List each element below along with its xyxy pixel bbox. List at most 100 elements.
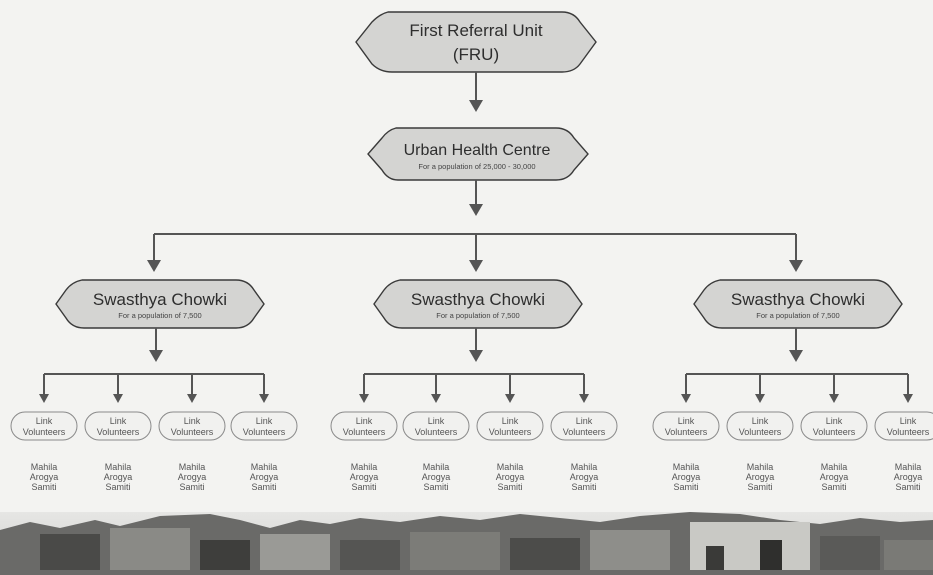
link-volunteer-line1: Link bbox=[900, 416, 917, 426]
connector-uhc-bus bbox=[147, 180, 803, 272]
samiti-text-line: Samiti bbox=[31, 482, 56, 492]
samiti-text-line: Arogya bbox=[104, 472, 133, 482]
samiti-text-line: Mahila bbox=[105, 462, 132, 472]
link-volunteer-line2: Volunteers bbox=[415, 427, 458, 437]
samiti-text-line: Samiti bbox=[747, 482, 772, 492]
arrow-head bbox=[579, 394, 589, 403]
link-volunteer-line1: Link bbox=[356, 416, 373, 426]
swasthya-chowki-subtitle: For a population of 7,500 bbox=[436, 311, 519, 320]
link-volunteer-pill bbox=[652, 411, 720, 441]
link-volunteer-line1: Link bbox=[256, 416, 273, 426]
arrow-head bbox=[359, 394, 369, 403]
samiti-text-line: Mahila bbox=[673, 462, 700, 472]
samiti-text-line: Samiti bbox=[673, 482, 698, 492]
samiti-text-line: Samiti bbox=[571, 482, 596, 492]
samiti-text-line: Samiti bbox=[251, 482, 276, 492]
link-volunteer-pill bbox=[800, 411, 868, 441]
samiti-text-line: Arogya bbox=[250, 472, 279, 482]
link-volunteer-pill bbox=[230, 411, 298, 441]
samiti-text-line: Mahila bbox=[179, 462, 206, 472]
arrow-head bbox=[755, 394, 765, 403]
arrow-head bbox=[187, 394, 197, 403]
samiti-text-line: Arogya bbox=[672, 472, 701, 482]
link-volunteer-line2: Volunteers bbox=[243, 427, 286, 437]
swasthya-chowki-group-3: Swasthya Chowki For a population of 7,50… bbox=[686, 279, 908, 375]
arrow-head bbox=[903, 394, 913, 403]
swasthya-chowki-group-1: Swasthya Chowki For a population of 7,50… bbox=[44, 279, 265, 375]
link-volunteer-line2: Volunteers bbox=[563, 427, 606, 437]
arrow-head bbox=[113, 394, 123, 403]
samiti-text-line: Arogya bbox=[894, 472, 923, 482]
samiti-text-line: Mahila bbox=[423, 462, 450, 472]
link-volunteer-line2: Volunteers bbox=[171, 427, 214, 437]
link-volunteer-pill bbox=[330, 411, 398, 441]
swasthya-chowki-title: Swasthya Chowki bbox=[93, 290, 227, 309]
samiti-text-line: Mahila bbox=[895, 462, 922, 472]
link-volunteer-line1: Link bbox=[184, 416, 201, 426]
uhc-subtitle: For a population of 25,000 - 30,000 bbox=[418, 162, 535, 171]
link-volunteer-line2: Volunteers bbox=[813, 427, 856, 437]
link-volunteer-pill bbox=[84, 411, 152, 441]
link-volunteer-pill bbox=[158, 411, 226, 441]
link-volunteer-pill bbox=[402, 411, 470, 441]
link-volunteer-line2: Volunteers bbox=[665, 427, 708, 437]
connector-fru-uhc bbox=[469, 72, 483, 112]
samiti-text-line: Samiti bbox=[105, 482, 130, 492]
samiti-text-line: Mahila bbox=[251, 462, 278, 472]
samiti-text-line: Samiti bbox=[423, 482, 448, 492]
link-volunteer-line1: Link bbox=[110, 416, 127, 426]
uhc-node: Urban Health Centre For a population of … bbox=[367, 127, 589, 181]
samiti-text-line: Arogya bbox=[178, 472, 207, 482]
samiti-text-line: Arogya bbox=[422, 472, 451, 482]
samiti-text-line: Samiti bbox=[351, 482, 376, 492]
samiti-text-line: Mahila bbox=[747, 462, 774, 472]
link-volunteer-line2: Volunteers bbox=[343, 427, 386, 437]
link-volunteer-pill bbox=[874, 411, 933, 441]
samiti-text-line: Mahila bbox=[821, 462, 848, 472]
fru-title-line1: First Referral Unit bbox=[409, 21, 542, 40]
swasthya-chowki-title: Swasthya Chowki bbox=[731, 290, 865, 309]
samiti-text-line: Arogya bbox=[820, 472, 849, 482]
link-volunteer-line1: Link bbox=[678, 416, 695, 426]
samiti-text-line: Arogya bbox=[30, 472, 59, 482]
link-volunteer-line2: Volunteers bbox=[489, 427, 532, 437]
link-volunteer-pill bbox=[476, 411, 544, 441]
swasthya-chowki-title: Swasthya Chowki bbox=[411, 290, 545, 309]
link-volunteer-line2: Volunteers bbox=[23, 427, 66, 437]
samiti-text-line: Samiti bbox=[821, 482, 846, 492]
uhc-title: Urban Health Centre bbox=[404, 142, 551, 159]
link-volunteer-pill bbox=[10, 411, 78, 441]
samiti-text-line: Arogya bbox=[496, 472, 525, 482]
samiti-text-line: Mahila bbox=[497, 462, 524, 472]
swasthya-chowki-subtitle: For a population of 7,500 bbox=[756, 311, 839, 320]
samiti-text-line: Arogya bbox=[570, 472, 599, 482]
samiti-text-line: Arogya bbox=[746, 472, 775, 482]
link-volunteer-line1: Link bbox=[752, 416, 769, 426]
samiti-text-line: Mahila bbox=[31, 462, 58, 472]
arrow-head bbox=[505, 394, 515, 403]
link-volunteer-line2: Volunteers bbox=[887, 427, 930, 437]
slum-photo-strip bbox=[0, 512, 933, 575]
samiti-text-line: Mahila bbox=[571, 462, 598, 472]
samiti-text-line: Samiti bbox=[895, 482, 920, 492]
link-volunteer-line1: Link bbox=[576, 416, 593, 426]
fru-title-line2: (FRU) bbox=[453, 45, 499, 64]
